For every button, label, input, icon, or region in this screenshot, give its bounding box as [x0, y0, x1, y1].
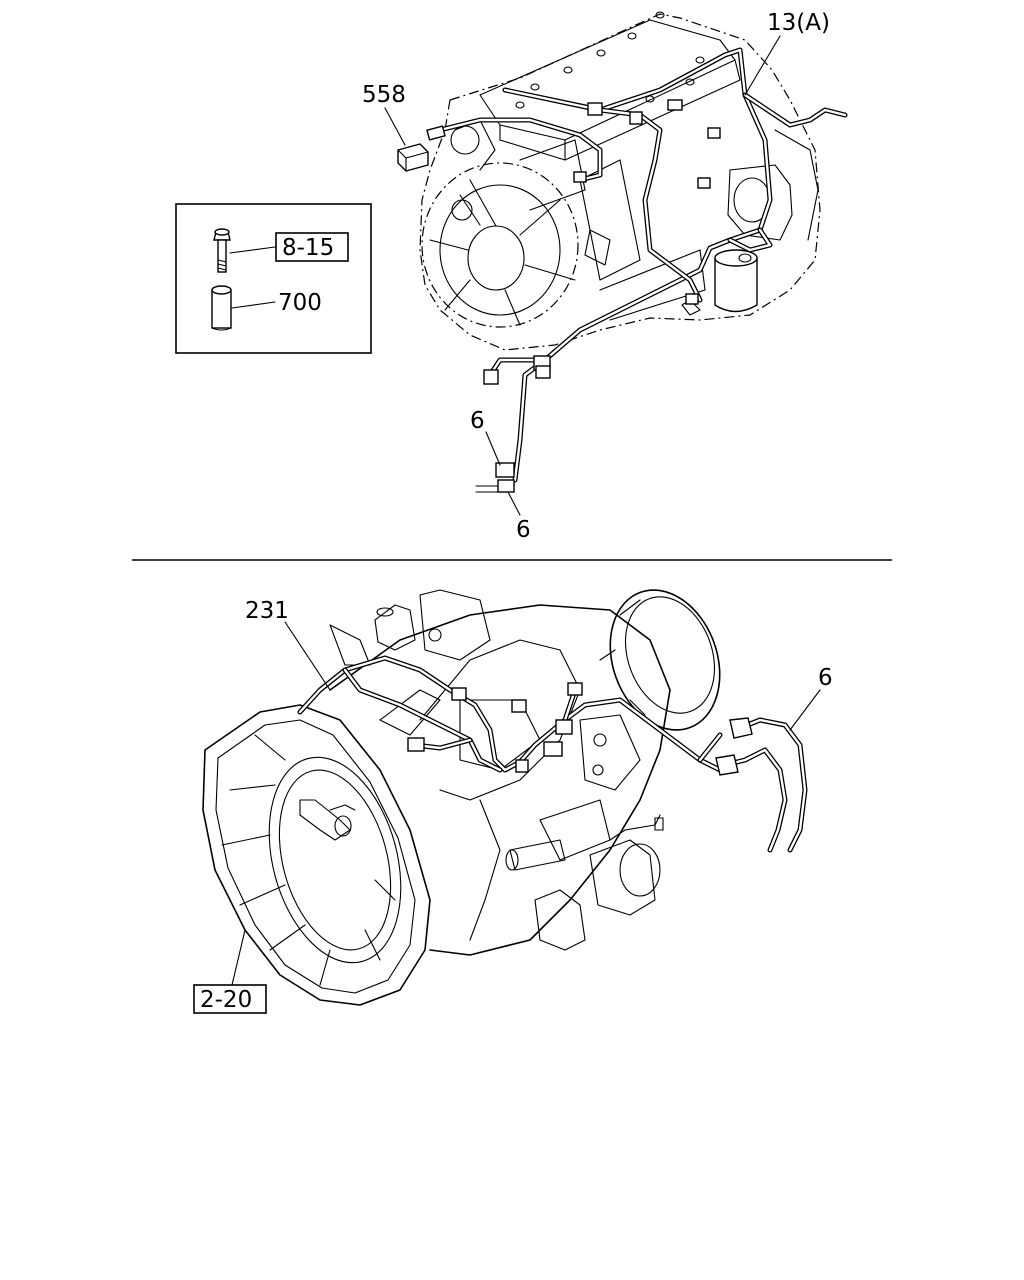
- cover-bolts: [515, 11, 705, 109]
- connector-6-lower-part: [715, 717, 808, 853]
- callout-13a-label: 13(A): [767, 10, 830, 36]
- callout-8-15: 8-15: [229, 232, 349, 262]
- harness-13a: [426, 47, 848, 493]
- bolt-part: [213, 228, 231, 273]
- callout-6-upper-b: 6: [507, 491, 531, 543]
- callout-700-label: 700: [278, 290, 322, 316]
- engine-canister: [714, 249, 758, 313]
- callout-6-lower-label: 6: [818, 665, 833, 691]
- callout-6-lower: 6: [789, 665, 833, 731]
- callout-6-upper-a: 6: [470, 408, 501, 466]
- inset-box: [175, 203, 372, 354]
- callout-231-label: 231: [245, 598, 289, 624]
- callout-2-20: 2-20: [193, 929, 267, 1014]
- transmission-assembly: [202, 589, 721, 1006]
- actuator: [505, 814, 664, 951]
- rear-drum: [599, 589, 721, 731]
- callout-231: 231: [245, 598, 331, 691]
- callout-2-20-label: 2-20: [200, 987, 252, 1013]
- callout-8-15-label: 8-15: [282, 235, 334, 261]
- callout-13a: 13(A): [744, 10, 830, 96]
- connector-558-part: [397, 143, 429, 172]
- harness-231: [297, 655, 723, 773]
- callout-558: 558: [362, 82, 406, 146]
- sleeve-part: [211, 285, 232, 331]
- shift-tower: [329, 589, 491, 666]
- callout-6-upper-b-label: 6: [516, 517, 531, 543]
- engine-assembly: [419, 11, 821, 351]
- callout-6-upper-a-label: 6: [470, 408, 485, 434]
- callout-558-label: 558: [362, 82, 406, 108]
- engine-fan: [421, 119, 579, 328]
- bell-housing: [202, 704, 431, 1006]
- callout-700: 700: [231, 290, 322, 316]
